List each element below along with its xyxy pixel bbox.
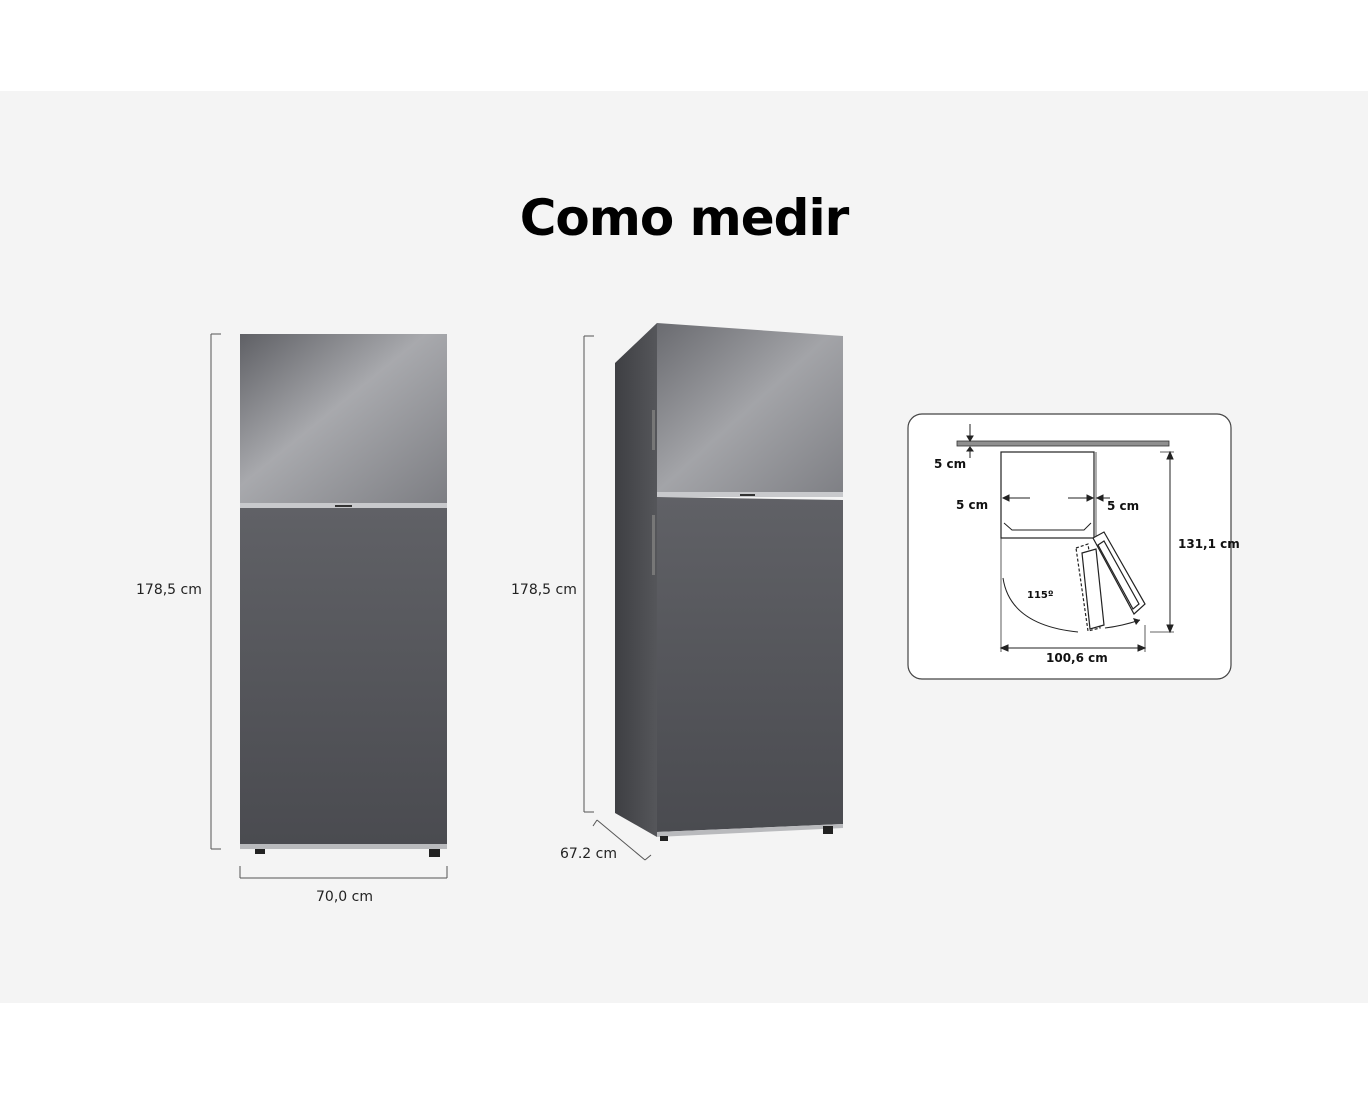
top-gap-label: 5 cm [934,457,967,471]
side-gap-arrows [1001,494,1110,502]
front-height-label: 178,5 cm [136,582,202,598]
side-logo-mark [740,494,755,496]
side-depth-label: 67.2 cm [560,846,617,862]
top-gap-arrows [966,424,974,458]
right-gap-label: 5 cm [1107,499,1140,513]
door-angle-arrowhead [1133,618,1140,625]
side-handle-bottom [652,515,655,575]
side-base [657,824,843,837]
side-fridge [615,323,843,841]
side-bottom-door [657,497,843,832]
open-doors [1075,531,1146,632]
diagram-frame [907,413,1232,680]
front-logo-mark [335,505,352,507]
front-fridge [240,334,447,857]
width-with-door-label: 100,6 cm [1046,651,1108,665]
page-title: Como medir [519,189,850,247]
depth-with-door-label: 131,1 cm [1178,537,1240,551]
front-foot-left [255,849,265,854]
clearance-diagram [907,413,1232,680]
width-arrow [999,644,1147,652]
front-bottom-door [240,508,447,844]
side-handle-top [652,410,655,450]
side-height-label: 178,5 cm [511,582,577,598]
front-width-label: 70,0 cm [316,889,373,905]
front-height-dimension [210,333,221,850]
front-foot-right [429,849,440,857]
fridge-top-view [1000,451,1095,539]
front-base [240,844,447,849]
left-gap-label: 5 cm [956,498,989,512]
side-foot-right [823,826,833,834]
side-panel [615,323,657,837]
side-top-door [657,323,843,492]
side-height-dimension [583,335,594,813]
wall [956,440,1170,447]
depth-arrow [1166,450,1174,634]
fridge-top-view-edge [1003,522,1092,531]
side-foot-left [660,836,668,841]
side-depth-dimension [592,819,652,861]
front-top-door [240,334,447,503]
door-swing-arc [1002,577,1079,633]
front-width-dimension [239,866,448,879]
door-angle-label: 115º [1027,590,1054,601]
